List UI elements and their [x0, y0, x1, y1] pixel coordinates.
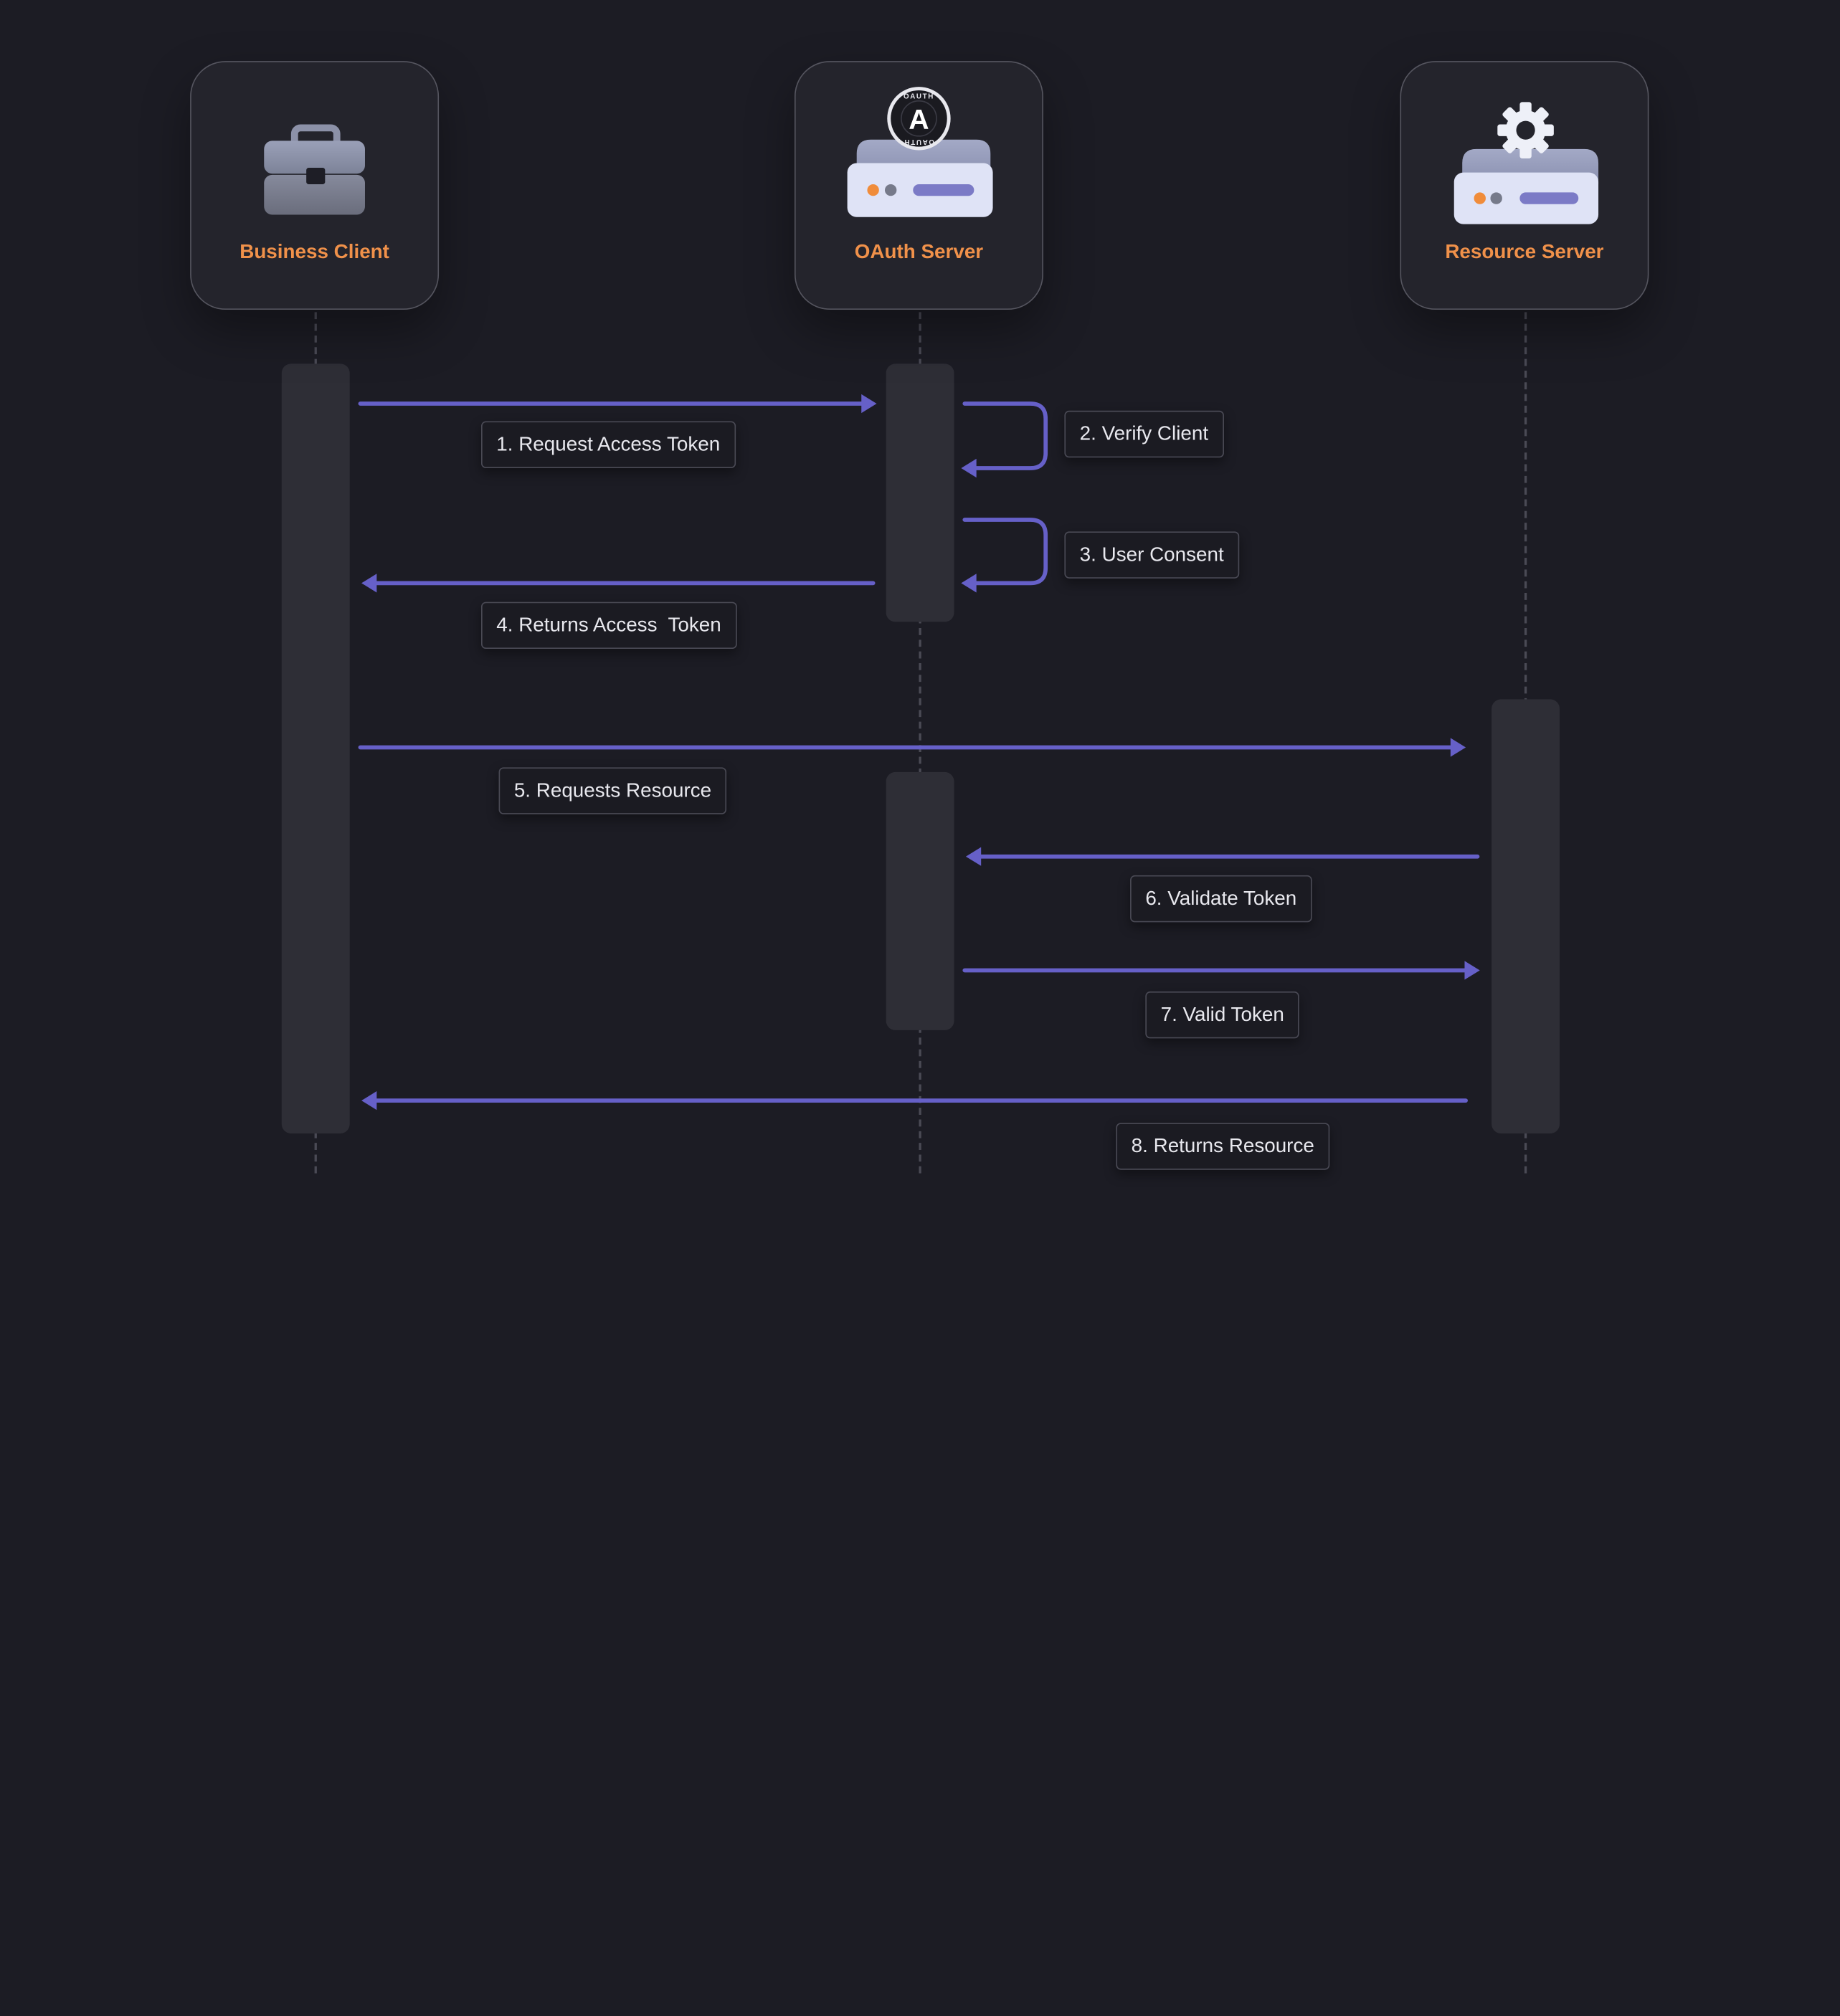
arrowhead-1 — [861, 394, 877, 414]
arrowhead-5 — [1450, 738, 1466, 757]
message-label-5: 5. Requests Resource — [498, 767, 727, 814]
message-label-4: 4. Returns Access Token — [481, 602, 736, 650]
participant-business-client: Business Client — [190, 61, 440, 310]
arrow-3-line — [962, 518, 1048, 586]
oauth-badge-text-top: OAUTH — [904, 92, 934, 100]
message-label-7: 7. Valid Token — [1145, 991, 1300, 1039]
activation-oauth-1 — [886, 363, 954, 622]
message-label-1: 1. Request Access Token — [481, 421, 736, 469]
arrowhead-7 — [1464, 961, 1480, 980]
participant-oauth-server: OAUTH OAUTH A OAuth Server — [794, 61, 1043, 310]
oauth-server-icon: OAUTH OAUTH A — [847, 87, 993, 217]
activation-resource — [1492, 699, 1560, 1133]
message-label-6: 6. Validate Token — [1130, 875, 1312, 923]
participant-label-resource: Resource Server — [1445, 240, 1604, 263]
arrowhead-4 — [361, 574, 377, 593]
participant-label-oauth: OAuth Server — [854, 240, 984, 263]
gear-server-icon — [1453, 102, 1599, 224]
message-label-8: 8. Returns Resource — [1116, 1123, 1330, 1170]
arrowhead-6 — [965, 847, 982, 866]
message-label-3: 3. User Consent — [1064, 531, 1239, 579]
lifeline-oauth — [919, 312, 921, 1174]
sequence-diagram: Business Client OAUTH OAUTH — [190, 61, 1649, 1174]
briefcase-icon — [264, 124, 365, 215]
oauth-badge-text-bottom: OAUTH — [904, 138, 934, 146]
arrow-2-line — [962, 401, 1048, 470]
arrowhead-2 — [961, 458, 977, 478]
message-label-2: 2. Verify Client — [1064, 410, 1224, 458]
participant-label-client: Business Client — [240, 240, 389, 263]
oauth-badge-letter: A — [909, 104, 929, 135]
participant-resource-server: Resource Server — [1400, 61, 1649, 310]
arrowhead-8 — [361, 1091, 377, 1111]
gear-icon — [1497, 102, 1554, 158]
arrowhead-3 — [961, 574, 977, 593]
activation-client — [281, 363, 350, 1133]
activation-oauth-2 — [886, 771, 954, 1030]
message-arrows — [358, 394, 1480, 1111]
